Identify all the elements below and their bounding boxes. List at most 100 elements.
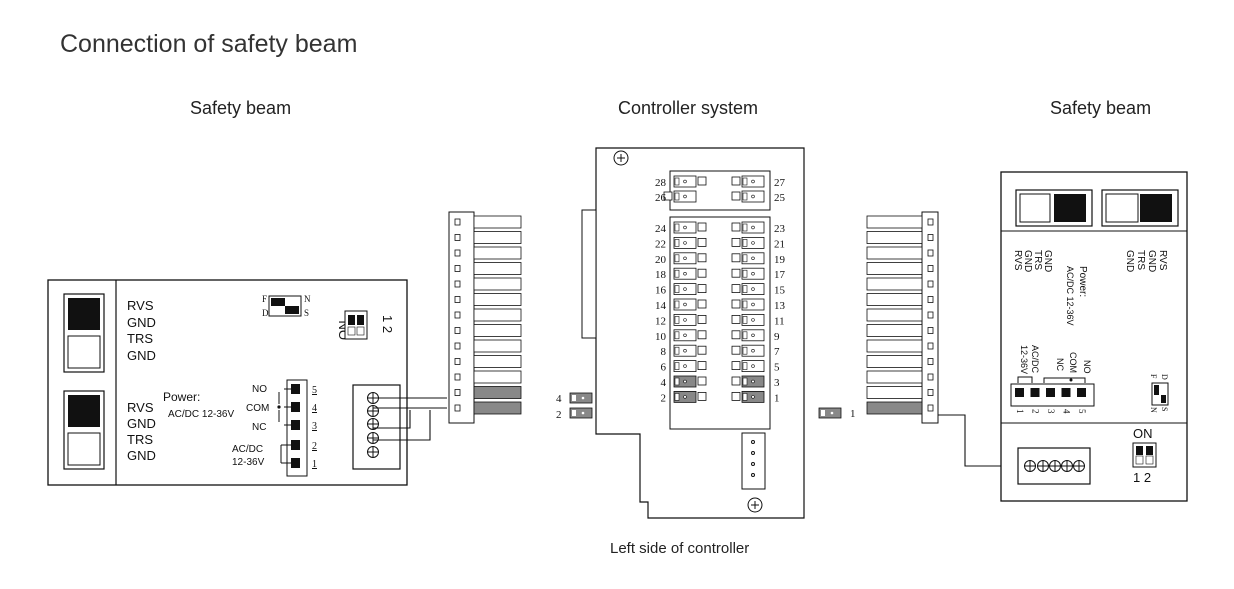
right-switch-d: D bbox=[1160, 374, 1169, 380]
controller-pin bbox=[673, 360, 707, 373]
left-term-b-1: GND bbox=[127, 416, 156, 431]
screw-terminal-icon bbox=[1073, 460, 1085, 472]
connector-row bbox=[866, 370, 934, 384]
pin-label-20: 20 bbox=[655, 254, 667, 266]
controller-pin bbox=[731, 252, 765, 265]
pin-label-1: 1 bbox=[774, 392, 780, 404]
screw-terminal-icon bbox=[367, 405, 379, 417]
right-power-label: Power: bbox=[1077, 266, 1088, 297]
left-switch-d: D bbox=[262, 308, 269, 318]
right-pin-1: 1 bbox=[1015, 409, 1025, 414]
right-dip-switch: ON 1 2 bbox=[1132, 426, 1157, 485]
pin-label-13: 13 bbox=[774, 300, 786, 312]
pin-label-12: 12 bbox=[655, 315, 666, 327]
left-term-a-1: GND bbox=[127, 315, 156, 330]
controller-pin bbox=[731, 221, 765, 234]
right-relay-com: COM bbox=[1068, 352, 1078, 373]
connector-row bbox=[866, 215, 934, 229]
jumper-plug bbox=[818, 407, 842, 419]
jumper-label-4: 4 bbox=[556, 393, 562, 405]
controller-pin bbox=[731, 175, 765, 188]
pin-label-8: 8 bbox=[661, 346, 667, 358]
pin-label-15: 15 bbox=[774, 285, 786, 297]
connector-row bbox=[866, 293, 934, 306]
controller-pin bbox=[673, 375, 707, 388]
pin-label-3: 3 bbox=[774, 377, 780, 389]
controller-pin bbox=[673, 267, 707, 280]
right-pin-5: 5 bbox=[1077, 409, 1087, 414]
right-pin-2: 2 bbox=[1031, 409, 1041, 414]
connector-row bbox=[454, 262, 522, 275]
pin-label-17: 17 bbox=[774, 269, 786, 281]
right-term-b-3: GND bbox=[1124, 250, 1135, 272]
connector-row bbox=[866, 355, 934, 368]
pin-label-21: 21 bbox=[774, 238, 785, 250]
left-screw-terminal bbox=[352, 384, 401, 470]
connector-row bbox=[866, 401, 934, 415]
right-switch-s: S bbox=[1160, 407, 1169, 411]
connector-row bbox=[866, 308, 934, 322]
right-dip-numbers: 1 2 bbox=[1133, 470, 1151, 485]
connector-row bbox=[454, 277, 522, 291]
screw-icon bbox=[747, 497, 763, 513]
right-sensor-window-b bbox=[1101, 189, 1179, 227]
controller-pin bbox=[673, 313, 707, 326]
controller-pin bbox=[673, 329, 707, 342]
pin-label-2: 2 bbox=[661, 392, 667, 404]
left-dip-switch: ON 1 2 bbox=[336, 310, 395, 340]
connector-row bbox=[454, 308, 522, 322]
left-relay-terminal-block: 5 4 3 2 1 NO COM NC AC/DC 12-36V bbox=[232, 379, 317, 477]
controller-pin bbox=[673, 344, 707, 357]
right-connector-strip bbox=[866, 211, 939, 424]
controller-pin bbox=[663, 190, 697, 203]
pin-label-28: 28 bbox=[655, 177, 667, 189]
connector-row bbox=[866, 277, 934, 291]
connector-row bbox=[866, 386, 934, 399]
controller-pin bbox=[673, 236, 707, 249]
right-term-a-0: GND bbox=[1042, 250, 1053, 272]
left-connector-strip bbox=[448, 211, 522, 424]
controller-pin bbox=[731, 344, 765, 357]
controller-pin bbox=[673, 298, 707, 311]
right-switch-f: F bbox=[1149, 374, 1158, 379]
left-power-spec: AC/DC 12-36V bbox=[168, 409, 234, 420]
pin-label-11: 11 bbox=[774, 315, 785, 327]
pin-label-6: 6 bbox=[661, 362, 667, 374]
pin-label-22: 22 bbox=[655, 238, 666, 250]
controller-pin bbox=[673, 221, 707, 234]
pin-label-19: 19 bbox=[774, 254, 786, 266]
connector-row bbox=[454, 215, 522, 229]
connector-row bbox=[866, 246, 934, 260]
controller-board: 2826272524222018161412108642232119171513… bbox=[581, 147, 805, 519]
pin-label-14: 14 bbox=[655, 300, 667, 312]
right-pin-4: 4 bbox=[1062, 409, 1072, 414]
left-supply-volt: 12-36V bbox=[232, 457, 265, 468]
right-switch-n: N bbox=[1149, 407, 1158, 413]
left-term-a-0: RVS bbox=[127, 298, 154, 313]
pin-label-5: 5 bbox=[774, 362, 780, 374]
screw-terminal-icon bbox=[1024, 460, 1036, 472]
connector-row bbox=[454, 386, 522, 399]
left-relay-no: NO bbox=[252, 384, 267, 395]
right-pin-3: 3 bbox=[1046, 409, 1056, 414]
screw-icon bbox=[613, 150, 629, 166]
pin-label-27: 27 bbox=[774, 177, 786, 189]
right-block-pin: 5 bbox=[1077, 388, 1087, 414]
right-relay-no: NO bbox=[1082, 360, 1092, 374]
left-beam-heading: Safety beam bbox=[190, 98, 292, 118]
pin-label-16: 16 bbox=[655, 285, 667, 297]
right-screw-terminal bbox=[1017, 447, 1091, 485]
connector-row bbox=[454, 339, 522, 353]
controller-pin bbox=[673, 283, 707, 296]
screw-terminal-icon bbox=[367, 432, 379, 444]
connector-row bbox=[454, 246, 522, 260]
right-supply-acdc: AC/DC bbox=[1030, 345, 1040, 374]
diagram-title: Connection of safety beam bbox=[60, 30, 358, 58]
jumper-plug bbox=[569, 392, 593, 404]
left-fd-ns-switch: F D N S bbox=[262, 294, 311, 318]
right-term-b-1: GND bbox=[1146, 250, 1157, 272]
left-sensor-window-top bbox=[63, 293, 105, 373]
